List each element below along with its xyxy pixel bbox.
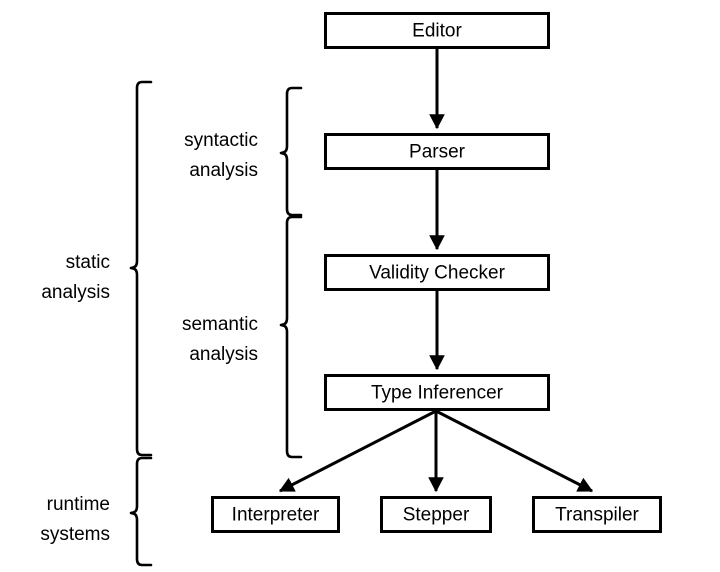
- node-stepper-box[interactable]: [380, 496, 492, 533]
- node-type-inferencer-box[interactable]: [324, 374, 550, 411]
- node-validity-checker-box[interactable]: [324, 254, 550, 291]
- edges-layer: [278, 49, 594, 493]
- group-label-runtime-systems-line1: runtime: [47, 494, 110, 515]
- brace-static-analysis: [129, 80, 153, 457]
- group-label-syntactic-analysis-line1: syntactic: [184, 130, 258, 151]
- group-braces-layer: [129, 80, 303, 567]
- edge-type-inferencer-to-interpreter: [278, 409, 437, 493]
- node-type-inferencer-label: Type Inferencer: [371, 383, 504, 404]
- group-labels-layer: syntactic analysis semantic analysis sta…: [40, 130, 258, 545]
- group-label-runtime-systems: runtime systems: [40, 494, 110, 545]
- group-label-static-analysis-line2: analysis: [41, 282, 110, 303]
- node-stepper-label: Stepper: [403, 505, 470, 526]
- brace-semantic-analysis: [279, 215, 303, 459]
- group-label-static-analysis: static analysis: [41, 252, 110, 303]
- node-validity-checker[interactable]: Validity Checker: [324, 254, 550, 291]
- node-editor-box[interactable]: [324, 12, 550, 49]
- group-label-semantic-analysis: semantic analysis: [182, 314, 258, 365]
- group-label-runtime-systems-line2: systems: [40, 524, 110, 545]
- node-transpiler[interactable]: Transpiler: [532, 496, 662, 533]
- node-interpreter[interactable]: Interpreter: [211, 496, 340, 533]
- brace-runtime-systems: [129, 456, 153, 567]
- group-label-syntactic-analysis-line2: analysis: [189, 160, 258, 181]
- node-editor-label: Editor: [412, 21, 462, 42]
- brace-syntactic-analysis: [279, 86, 303, 217]
- nodes-layer: Editor Parser Validity Checker Type Infe…: [211, 12, 662, 533]
- group-label-semantic-analysis-line2: analysis: [189, 344, 258, 365]
- node-validity-checker-label: Validity Checker: [369, 263, 506, 284]
- node-editor[interactable]: Editor: [324, 12, 550, 49]
- group-label-static-analysis-line1: static: [66, 252, 110, 273]
- node-type-inferencer[interactable]: Type Inferencer: [324, 374, 550, 411]
- node-stepper[interactable]: Stepper: [380, 496, 492, 533]
- edge-type-inferencer-to-transpiler: [435, 409, 594, 493]
- group-label-semantic-analysis-line1: semantic: [182, 314, 258, 335]
- node-parser[interactable]: Parser: [324, 133, 550, 170]
- node-parser-label: Parser: [409, 142, 466, 163]
- node-transpiler-box[interactable]: [532, 496, 662, 533]
- node-parser-box[interactable]: [324, 133, 550, 170]
- node-interpreter-label: Interpreter: [232, 505, 320, 526]
- node-transpiler-label: Transpiler: [555, 505, 639, 526]
- group-label-syntactic-analysis: syntactic analysis: [184, 130, 258, 181]
- node-interpreter-box[interactable]: [211, 496, 340, 533]
